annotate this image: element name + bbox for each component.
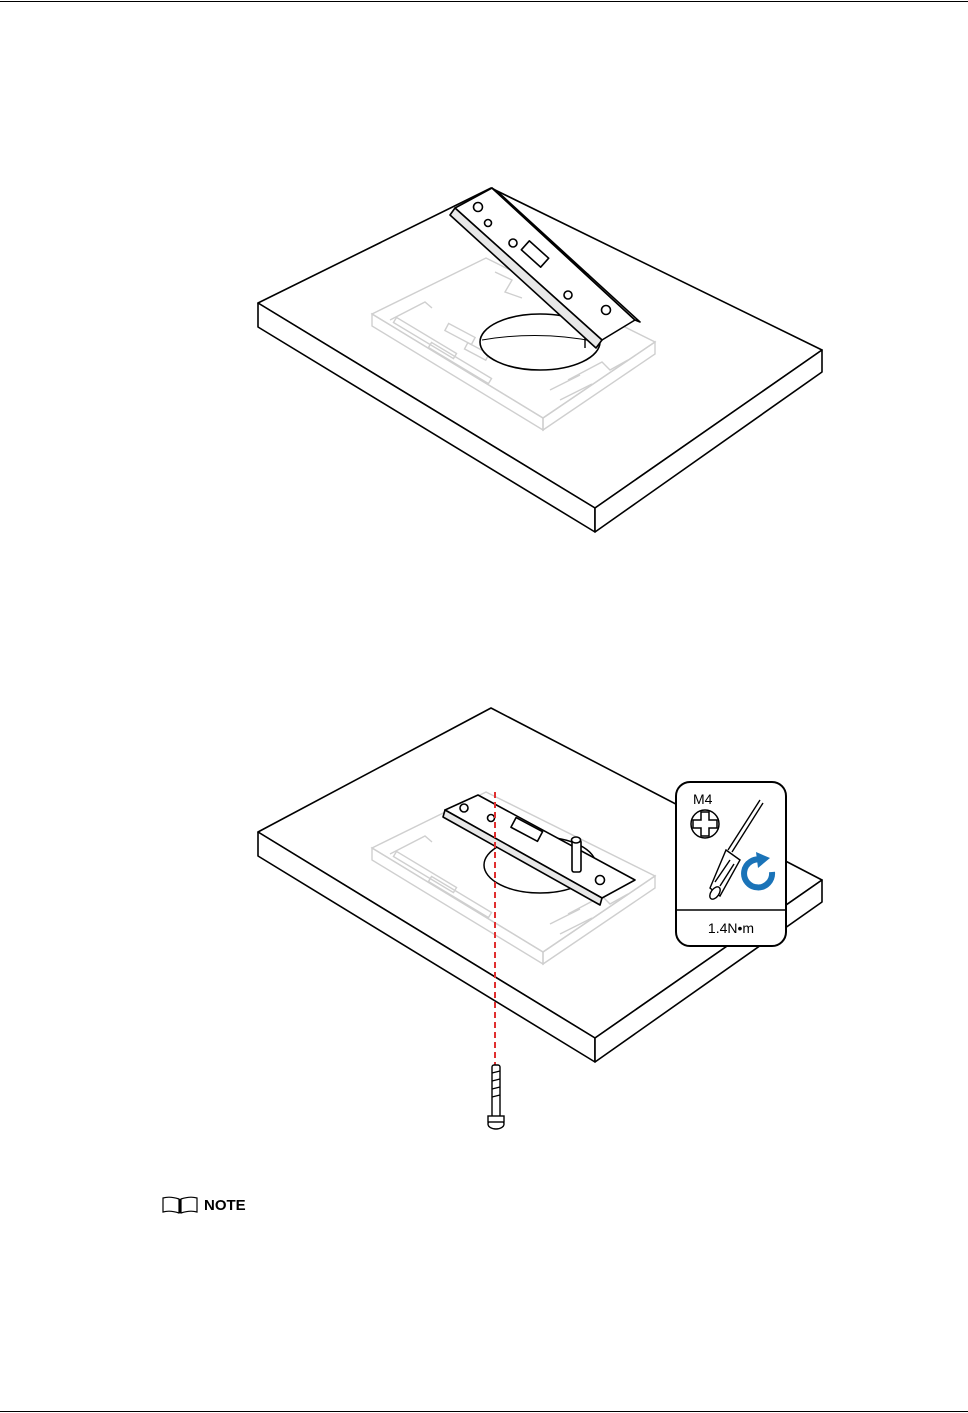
figure-bracket-fastening: M4 1.4N•m bbox=[250, 700, 830, 1140]
note-heading: NOTE bbox=[160, 1194, 246, 1216]
figure-bracket-placement bbox=[250, 180, 830, 535]
screw-size-label: M4 bbox=[693, 791, 713, 807]
torque-badge: M4 1.4N•m bbox=[676, 782, 786, 946]
torque-label: 1.4N•m bbox=[708, 920, 754, 936]
note-label: NOTE bbox=[204, 1197, 246, 1214]
footer-rule bbox=[0, 1411, 968, 1412]
screw bbox=[488, 1065, 504, 1129]
header-rule bbox=[0, 1, 968, 2]
book-icon bbox=[160, 1195, 200, 1215]
phillips-head-icon bbox=[691, 810, 719, 838]
